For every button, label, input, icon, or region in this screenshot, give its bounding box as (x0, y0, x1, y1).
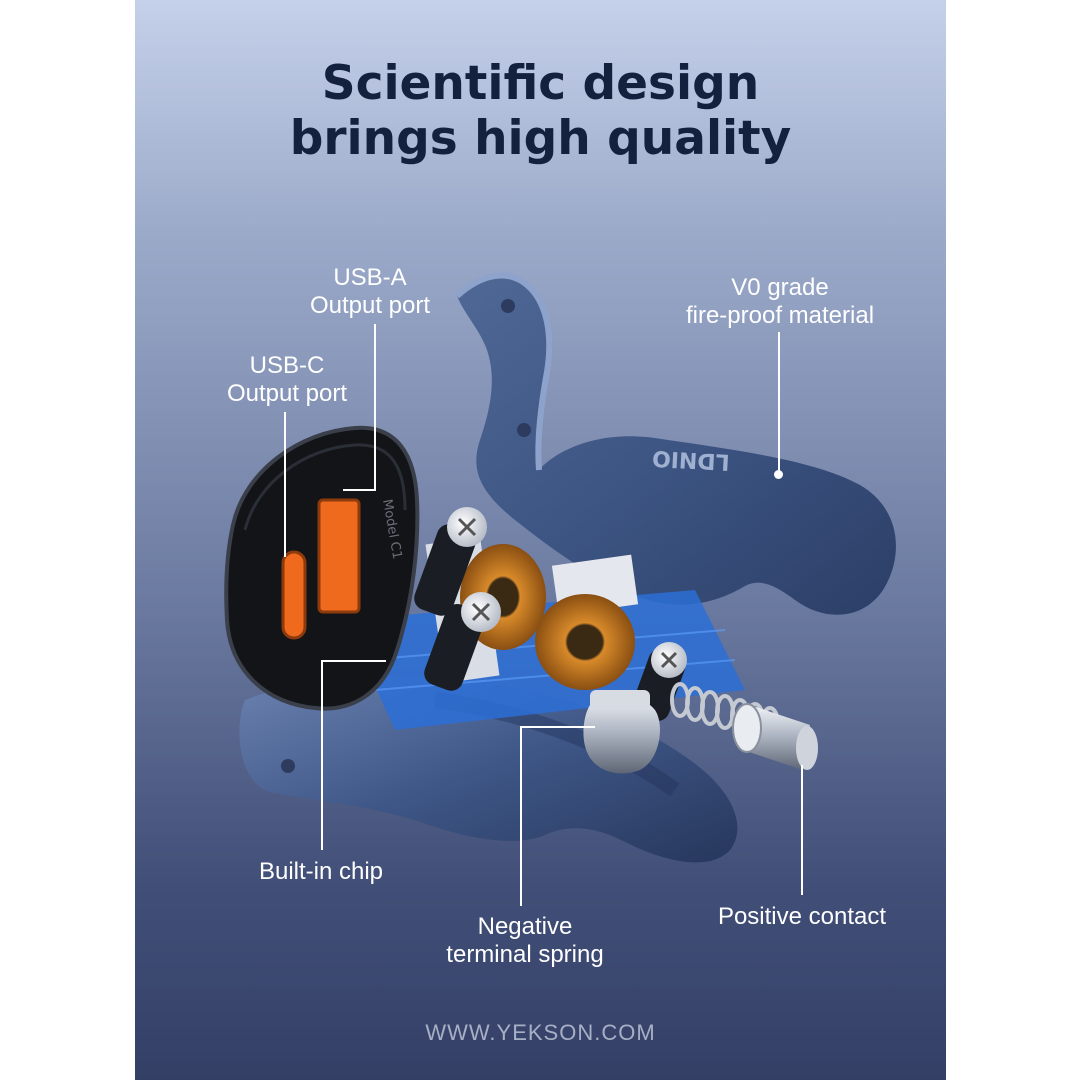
callout-usb-c-line-2: Output port (226, 380, 348, 407)
negative-terminal (583, 690, 660, 774)
callout-fire-proof: V0 grade fire-proof material (665, 274, 895, 330)
leader-spring (520, 726, 522, 906)
callout-spring-line-2: terminal spring (446, 941, 604, 968)
usb-c-port (281, 550, 307, 640)
callout-usb-a-line-2: Output port (309, 292, 431, 319)
port-faceplate: Model C1 (224, 425, 420, 711)
leader-usb-a-tick (343, 489, 376, 491)
callout-usb-c-line-1: USB-C (249, 352, 325, 379)
callout-contact: Positive contact (695, 903, 909, 931)
leader-chip-tick (321, 660, 386, 662)
callout-usb-c: USB-C Output port (207, 352, 367, 408)
callout-spring: Negative terminal spring (415, 913, 635, 969)
callout-contact-line-1: Positive contact (717, 903, 887, 930)
top-shell: LDNIO (454, 272, 896, 615)
leader-usb-a (374, 324, 376, 490)
leader-fire-proof-dot (774, 470, 783, 479)
headline-line-1: Scientific design (321, 56, 760, 111)
headline: Scientific design brings high quality (135, 56, 946, 166)
leader-spring-tick (520, 726, 595, 728)
callout-usb-a-line-1: USB-A (333, 264, 407, 291)
callout-fire-proof-line-1: V0 grade (731, 274, 829, 301)
usb-a-port (317, 498, 361, 614)
callout-chip: Built-in chip (241, 858, 401, 886)
shell-logo-text: LDNIO (652, 445, 731, 474)
callout-usb-a: USB-A Output port (290, 264, 450, 320)
car-charger-exploded-view: LDNIO (224, 272, 896, 863)
leader-usb-c (284, 412, 286, 557)
callout-spring-line-1: Negative (477, 913, 573, 940)
headline-line-2: brings high quality (289, 111, 792, 166)
watermark: WWW.YEKSON.COM (425, 1020, 656, 1045)
leader-fire-proof (778, 332, 780, 472)
leader-contact (801, 765, 803, 895)
leader-chip (321, 660, 323, 850)
positive-contact (732, 703, 818, 770)
product-infographic: Scientific design brings high quality (135, 0, 946, 1080)
callout-chip-line-1: Built-in chip (258, 858, 384, 885)
callout-fire-proof-line-2: fire-proof material (685, 302, 875, 329)
